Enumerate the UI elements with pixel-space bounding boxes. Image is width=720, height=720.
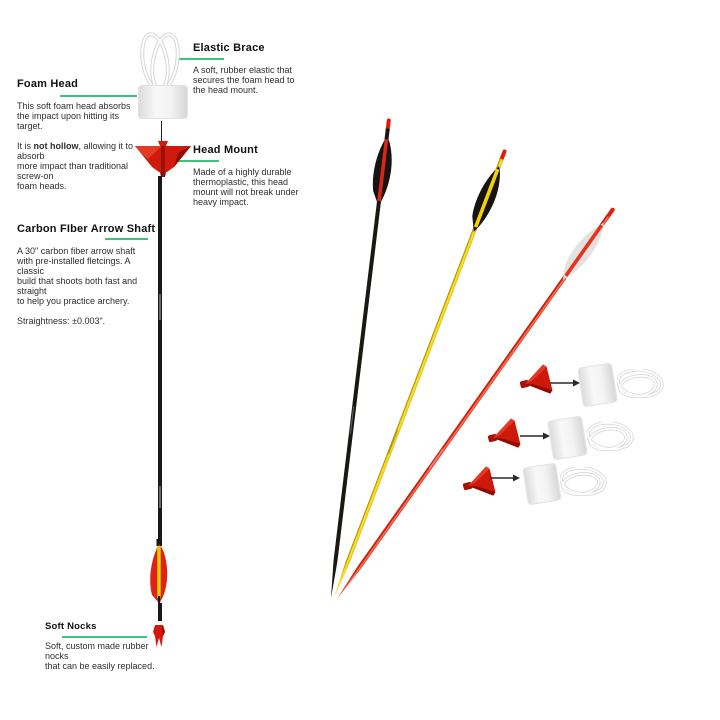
elastic-brace-loop-graphic (560, 467, 607, 496)
foam-head-label: Foam Head This soft foam head absorbs th… (17, 78, 157, 201)
foam-head-desc-1: This soft foam head absorbs the impact u… (17, 101, 131, 131)
foam-assembly (518, 362, 668, 408)
fletching-graphic (150, 539, 168, 604)
soft-nocks-label: Soft Nocks Soft, custom made rubber nock… (45, 621, 175, 681)
soft-nocks-desc: Soft, custom made rubber nocks that can … (45, 641, 155, 671)
arrow-right-icon (520, 432, 550, 440)
head-mount-label: Head Mount Made of a highly durable ther… (193, 144, 323, 217)
connector-line-head-mount (176, 160, 219, 162)
foam-assembly (460, 462, 610, 509)
foam-head-title: Foam Head (17, 78, 79, 90)
carbon-shaft-title: Carbon FIber Arrow Shaft (17, 223, 156, 235)
soft-nocks-title: Soft Nocks (45, 621, 97, 632)
mount-pin-graphic (160, 121, 162, 146)
elastic-brace-desc: A soft, rubber elastic that secures the … (193, 65, 295, 95)
head-mount-graphic (487, 418, 521, 448)
shaft-branding-mark (159, 294, 161, 320)
shaft-branding-mark (428, 447, 444, 469)
product-arrow-yellow (327, 147, 511, 600)
red-arrow-fletching (562, 222, 604, 280)
foam-head-graphic (577, 362, 618, 408)
carbon-shaft-straightness: Straightness: ±0.003". (17, 316, 106, 326)
head-mount-title: Head Mount (193, 144, 258, 156)
black-arrow-fletching (372, 136, 392, 206)
carbon-shaft-label: Carbon FIber Arrow Shaft A 30" carbon fi… (17, 223, 162, 336)
yellow-arrow-fletching (472, 166, 500, 232)
foam-head-graphic (138, 85, 188, 119)
connector-line-carbon-shaft (105, 238, 148, 240)
arrow-right-icon (490, 474, 520, 482)
elastic-brace-label: Elastic Brace A soft, rubber elastic tha… (193, 42, 318, 105)
head-mount-graphic (462, 466, 496, 496)
foam-head-graphic (547, 415, 588, 461)
soft-nock-graphic (153, 625, 165, 647)
foam-head-desc-2: It is not hollow, allowing it to absorb … (17, 141, 134, 191)
connector-line-soft-nocks (62, 636, 147, 638)
connector-line-elastic-brace (177, 58, 224, 60)
head-mount-desc: Made of a highly durable thermoplastic, … (193, 167, 299, 207)
connector-line-foam-head (60, 95, 137, 97)
shaft-tail-graphic (158, 603, 162, 621)
shaft-branding-mark (159, 486, 161, 508)
elastic-brace-loop-graphic (587, 422, 634, 451)
arrow-shaft-graphic (158, 176, 162, 542)
elastic-brace-loop-graphic (617, 369, 664, 398)
carbon-shaft-desc: A 30" carbon fiber arrow shaft with pre-… (17, 246, 138, 306)
product-arrow-red (331, 204, 619, 603)
shaft-branding-mark (387, 429, 399, 455)
product-arrow-black (324, 118, 396, 599)
head-mount-graphic (519, 364, 553, 394)
arrow-right-icon (550, 379, 580, 387)
foam-assembly (485, 415, 635, 462)
elastic-brace-title: Elastic Brace (193, 42, 265, 54)
head-mount-graphic (135, 141, 191, 177)
foam-head-graphic (522, 462, 562, 506)
elastic-brace-loop-graphic (140, 32, 180, 92)
